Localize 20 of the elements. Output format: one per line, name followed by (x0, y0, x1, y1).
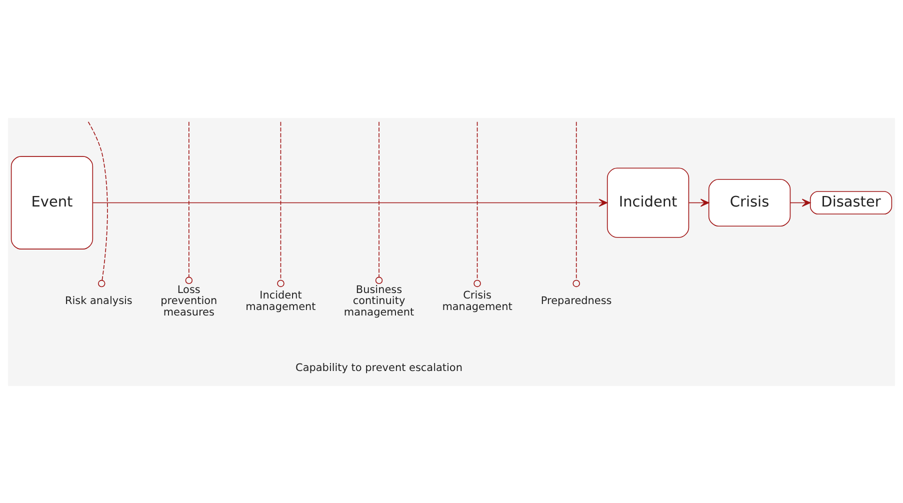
node-text: Business continuity management (344, 283, 414, 318)
arrow (688, 198, 710, 206)
node-text: Loss prevention measures (160, 283, 218, 318)
label: Capability to prevent escalation (296, 362, 462, 374)
node-text: Risk analysis (64, 294, 132, 307)
node-box: Incident (606, 167, 690, 238)
connector (280, 121, 282, 280)
connector (576, 121, 577, 280)
connector (378, 121, 380, 277)
connector (88, 120, 108, 280)
node-box: Event (10, 156, 94, 249)
node-text: Preparedness (540, 294, 612, 307)
node-text: Crisis management (442, 289, 512, 312)
connector (476, 121, 478, 280)
arrow (92, 198, 608, 206)
arrow (790, 198, 811, 206)
node-box: Disaster (810, 190, 892, 214)
node-box: Crisis (708, 178, 791, 226)
connector (188, 121, 190, 277)
node-text: Incident management (246, 289, 316, 312)
